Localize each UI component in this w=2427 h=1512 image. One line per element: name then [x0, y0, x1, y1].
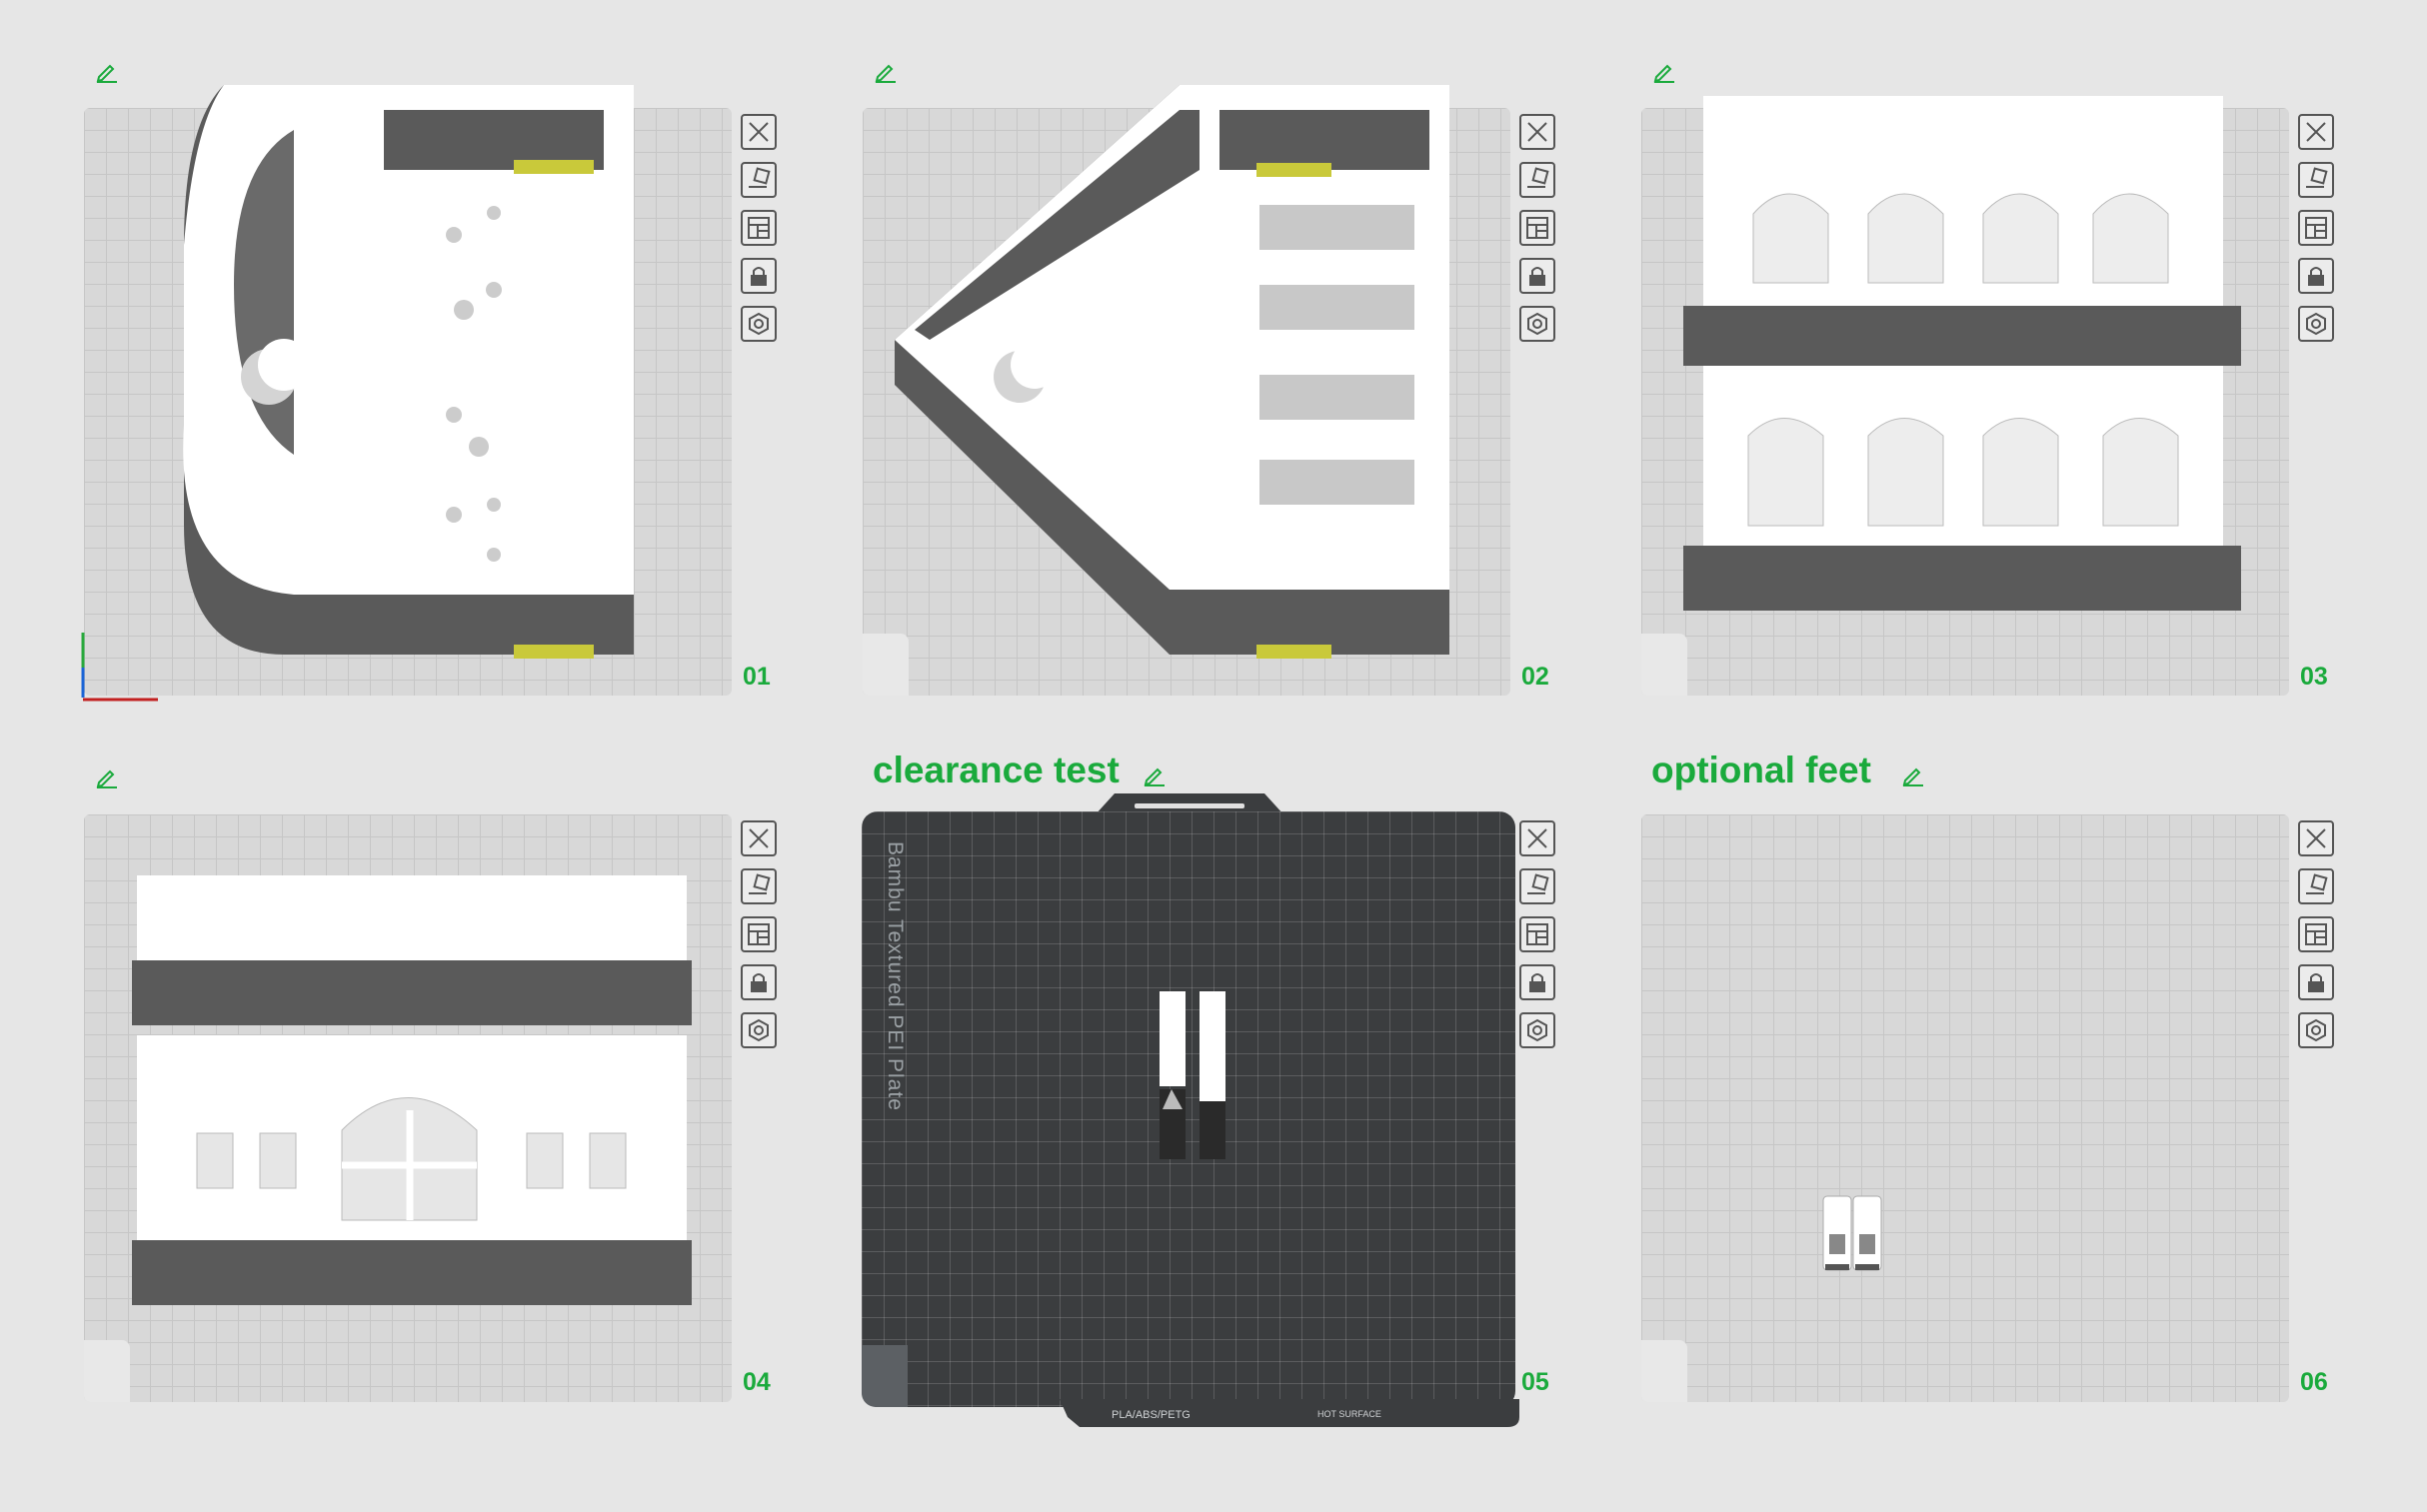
close-icon[interactable]	[1519, 114, 1555, 150]
plate-type-label: Bambu Textured PEI Plate	[884, 841, 907, 1111]
filament-label: PLA/ABS/PETG	[1112, 1409, 1191, 1421]
layout-icon[interactable]	[1519, 210, 1555, 246]
settings-icon[interactable]	[741, 306, 777, 342]
axes-indicator	[81, 633, 158, 702]
hot-surface-label: HOT SURFACE	[1317, 1409, 1381, 1419]
plate-number: 02	[1521, 663, 1549, 691]
settings-icon[interactable]	[1519, 306, 1555, 342]
layout-icon[interactable]	[741, 916, 777, 952]
close-icon[interactable]	[741, 820, 777, 856]
plate-toolbar	[2298, 820, 2338, 1060]
lock-icon[interactable]	[741, 964, 777, 1000]
plate-model[interactable]	[132, 875, 692, 1315]
lock-icon[interactable]	[2298, 258, 2334, 294]
layout-icon[interactable]	[741, 210, 777, 246]
arrange-icon[interactable]	[2298, 162, 2334, 198]
build-plate[interactable]	[1641, 814, 2289, 1402]
plate-number: 04	[743, 1368, 771, 1396]
lock-icon[interactable]	[1519, 964, 1555, 1000]
layout-icon[interactable]	[2298, 210, 2334, 246]
arrange-icon[interactable]	[741, 868, 777, 904]
edit-name-icon[interactable]	[1652, 60, 1676, 84]
arrange-icon[interactable]	[1519, 868, 1555, 904]
layout-icon[interactable]	[1519, 916, 1555, 952]
plate-toolbar	[741, 820, 781, 1060]
close-icon[interactable]	[741, 114, 777, 150]
plate-number: 05	[1521, 1368, 1549, 1396]
edit-name-icon[interactable]	[1143, 763, 1167, 787]
settings-icon[interactable]	[741, 1012, 777, 1048]
plate-handle	[1095, 793, 1284, 815]
edit-name-icon[interactable]	[95, 60, 119, 84]
close-icon[interactable]	[2298, 114, 2334, 150]
arrange-icon[interactable]	[2298, 868, 2334, 904]
plate-model[interactable]	[1683, 96, 2243, 616]
edit-name-icon[interactable]	[874, 60, 898, 84]
settings-icon[interactable]	[2298, 1012, 2334, 1048]
build-plate[interactable]	[862, 811, 1515, 1407]
plate-number: 03	[2300, 663, 2328, 691]
plate-model[interactable]	[890, 85, 1459, 665]
plate-title[interactable]: optional feet	[1651, 750, 1871, 790]
plate-model[interactable]	[84, 85, 644, 675]
layout-icon[interactable]	[2298, 916, 2334, 952]
plate-toolbar	[741, 114, 781, 354]
close-icon[interactable]	[1519, 820, 1555, 856]
close-icon[interactable]	[2298, 820, 2334, 856]
plate-toolbar	[1519, 820, 1559, 1060]
edit-name-icon[interactable]	[95, 765, 119, 789]
plate-toolbar	[1519, 114, 1559, 354]
plate-model[interactable]	[1155, 989, 1229, 1169]
plate-footer-tab	[1060, 1399, 1519, 1427]
lock-icon[interactable]	[741, 258, 777, 294]
plate-corner-marker	[862, 1345, 908, 1407]
plate-title[interactable]: clearance test	[873, 750, 1120, 790]
lock-icon[interactable]	[2298, 964, 2334, 1000]
settings-icon[interactable]	[2298, 306, 2334, 342]
arrange-icon[interactable]	[1519, 162, 1555, 198]
plate-model[interactable]	[1821, 1194, 1883, 1274]
plate-toolbar	[2298, 114, 2338, 354]
arrange-icon[interactable]	[741, 162, 777, 198]
settings-icon[interactable]	[1519, 1012, 1555, 1048]
lock-icon[interactable]	[1519, 258, 1555, 294]
edit-name-icon[interactable]	[1901, 763, 1925, 787]
plate-number: 06	[2300, 1368, 2328, 1396]
plate-number: 01	[743, 663, 771, 691]
